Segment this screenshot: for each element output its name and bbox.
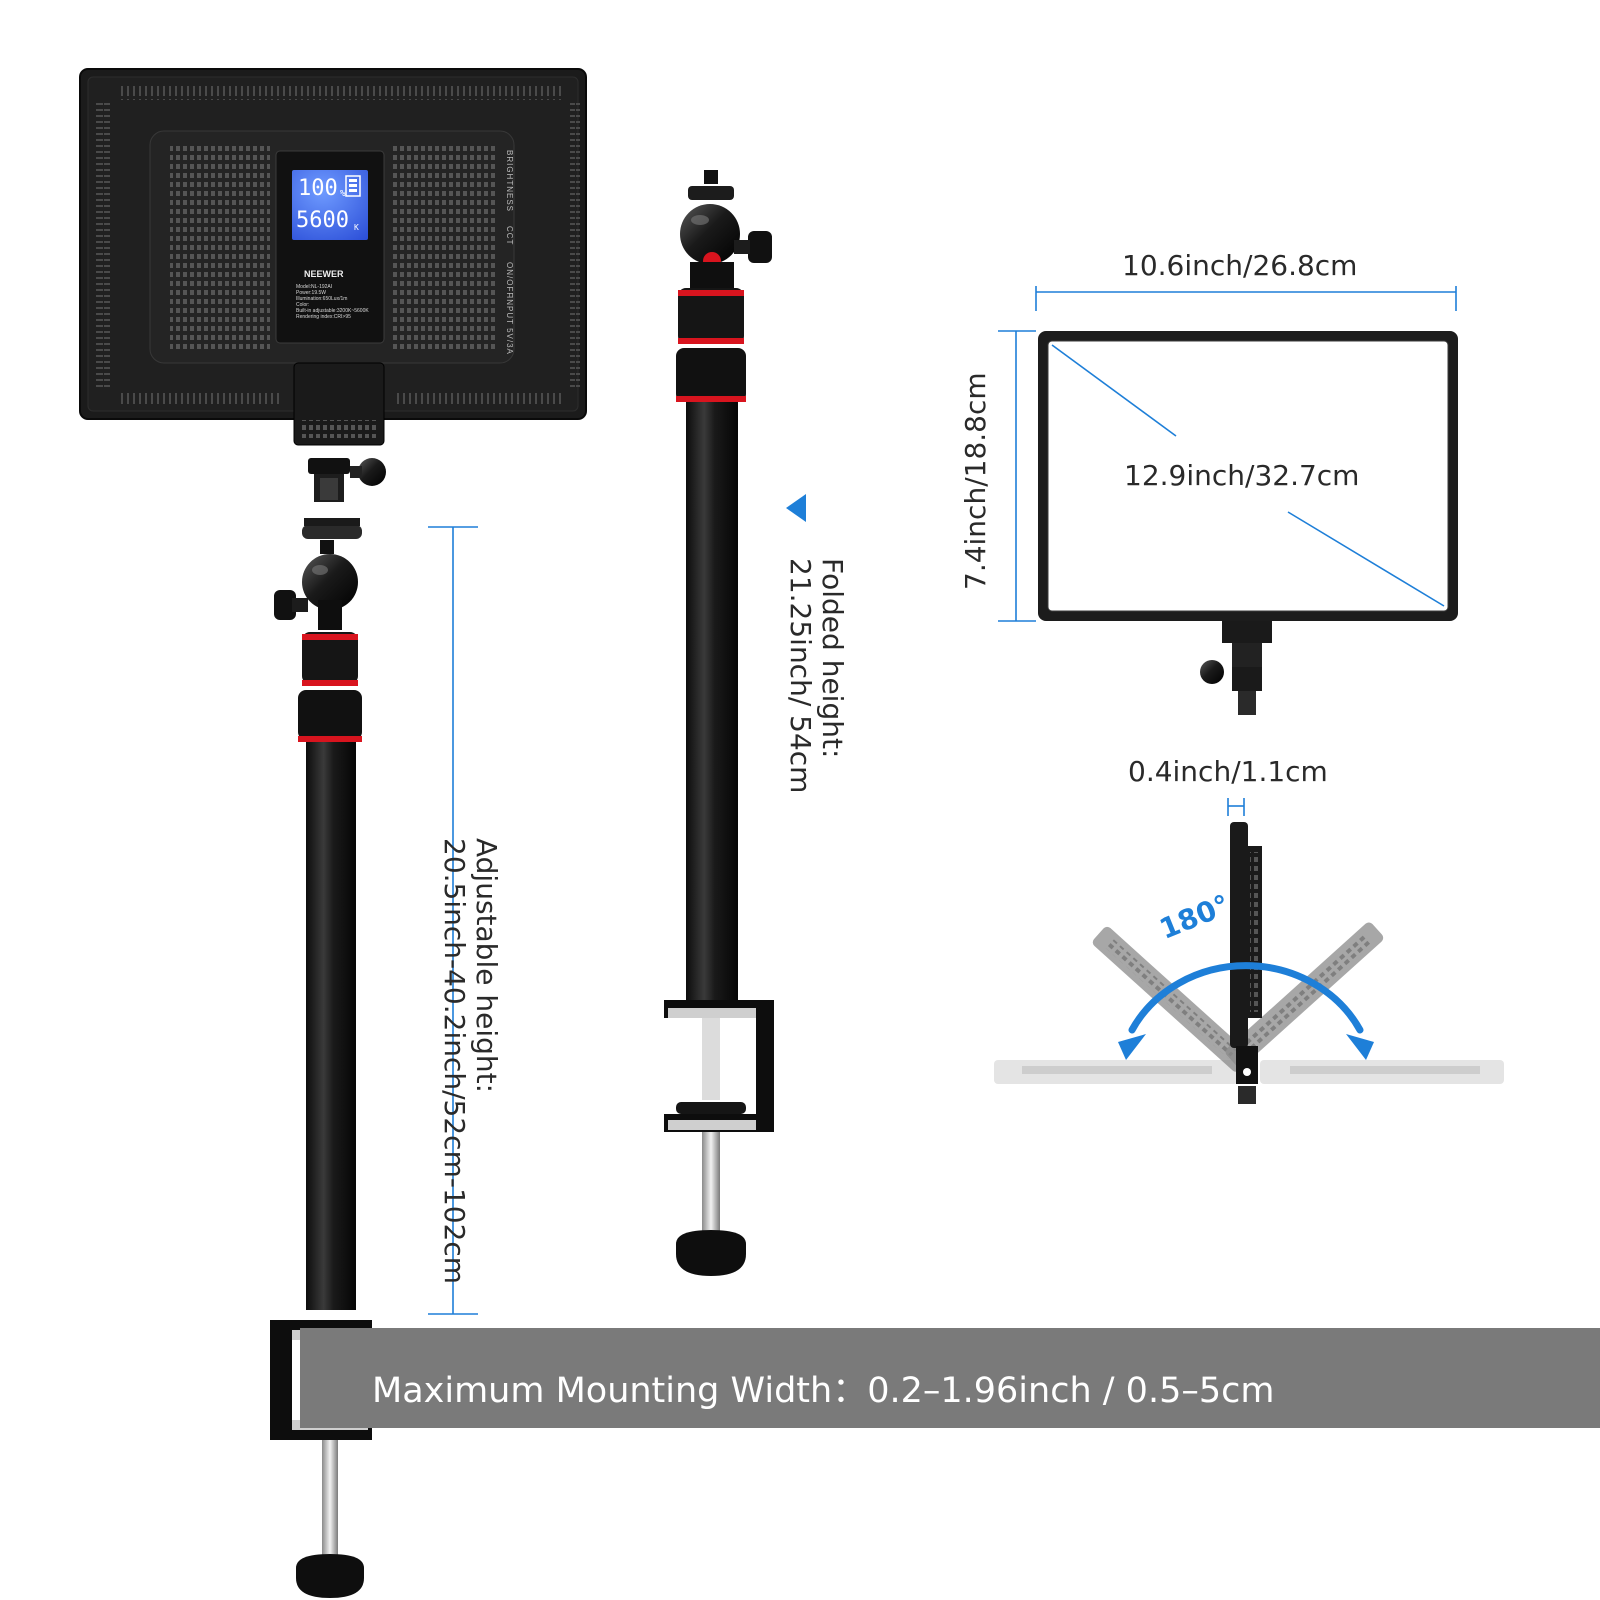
mounting-width-banner: Maximum Mounting Width：0.2–1.96inch / 0.…	[300, 1328, 1600, 1428]
spec-line: Power:19.5W	[296, 290, 327, 296]
mounting-width-text: Maximum Mounting Width：0.2–1.96inch / 0.…	[372, 1371, 1275, 1411]
spec-line: Illumination:650Lux/1m	[296, 296, 348, 302]
spec-line: Color:	[296, 302, 310, 308]
folded-height-value: 21.25inch/ 54cm	[783, 558, 817, 794]
adjustable-height-label: Adjustable height: 20.5inch-40.2inch/52c…	[437, 838, 503, 1285]
side-label-onoff: ON/OFF	[505, 262, 514, 299]
diagonal-dimension-label: 12.9inch/32.7cm	[1124, 459, 1360, 492]
stand-folded	[664, 170, 774, 1276]
spec-line: Model:NL-192AI	[296, 284, 333, 290]
folded-height-title: Folded height:	[816, 558, 849, 759]
spec-line: Rendering index:CRI>95	[296, 314, 351, 320]
adjustable-height-value: 20.5inch-40.2inch/52cm-102cm	[437, 838, 471, 1285]
lcd-color-temp-unit: K	[354, 223, 359, 232]
lcd-brightness-value: 100	[298, 176, 338, 201]
side-label-cct: CCT	[505, 226, 514, 246]
height-dimension-label: 7.4inch/18.8cm	[959, 372, 992, 590]
side-label-brightness: BRIGHTNESS	[505, 150, 514, 213]
lcd-brightness-unit: %	[340, 189, 346, 199]
panel-dimension-lines	[998, 286, 1457, 622]
spec-line: Built-in adjustable:3200K~5600K	[296, 308, 369, 314]
thickness-dimension-label: 0.4inch/1.1cm	[1128, 755, 1328, 788]
side-label-input: INPUT 5V/3A	[505, 296, 514, 355]
adjustable-height-dimension	[428, 526, 478, 1315]
brand-logo: NEEWER	[304, 269, 344, 279]
spec-label: Model:NL-192AI Power:19.5W Illumination:…	[296, 285, 369, 320]
folded-height-marker-icon	[786, 494, 806, 522]
adjustable-height-title: Adjustable height:	[470, 838, 503, 1094]
panel-rotation-view	[994, 798, 1504, 1104]
light-panel-back	[79, 68, 587, 539]
stand-extended	[270, 540, 372, 1598]
width-dimension-label: 10.6inch/26.8cm	[1122, 249, 1358, 282]
light-panel-front	[1038, 331, 1458, 715]
folded-height-label: Folded height: 21.25inch/ 54cm	[783, 558, 849, 794]
lcd-color-temp-value: 5600	[296, 208, 349, 233]
